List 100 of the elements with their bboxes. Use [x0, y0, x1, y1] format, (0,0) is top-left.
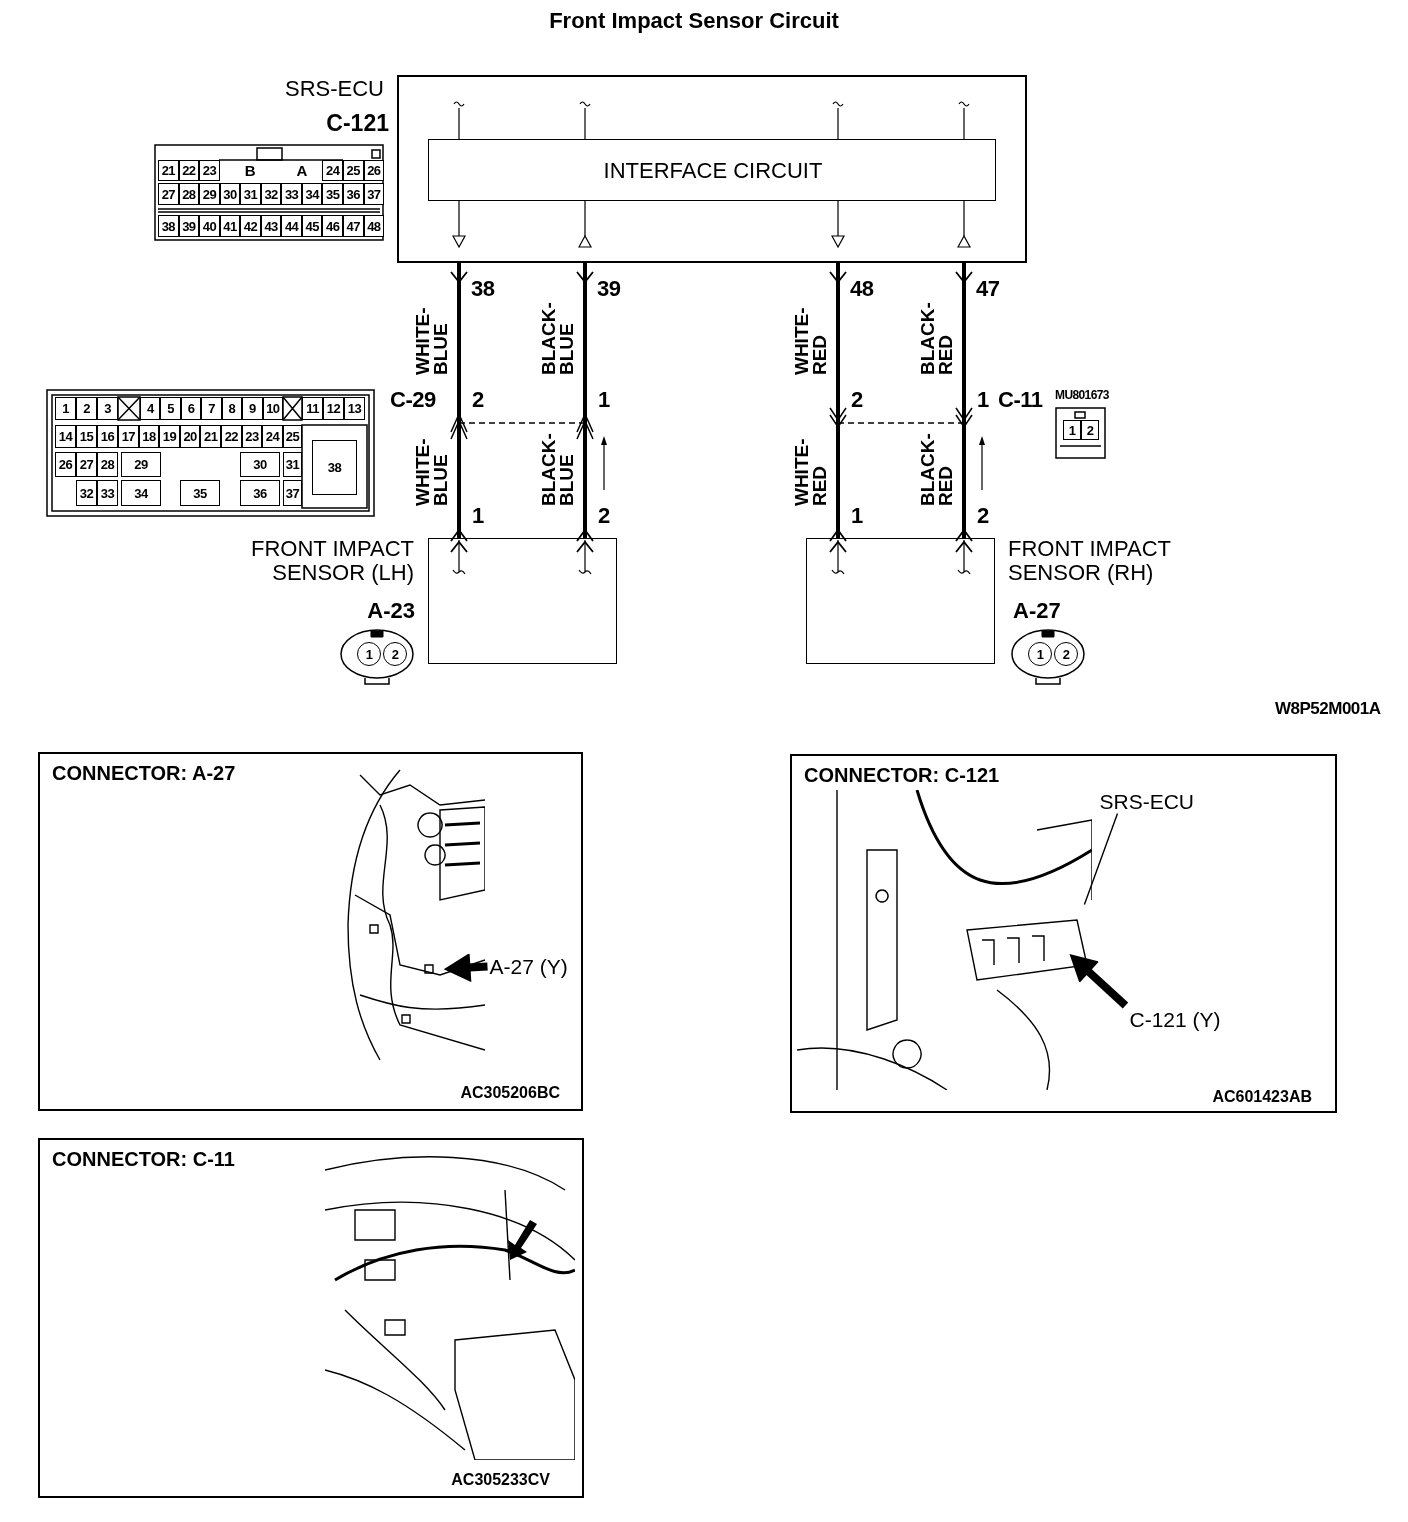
callout-label: SRS-ECU: [1099, 789, 1194, 814]
figure-code: AC601423AB: [1211, 1088, 1312, 1106]
part-number: MU801673: [1055, 389, 1109, 401]
terminal-cell: 24: [262, 425, 283, 448]
terminal-cell: 29: [121, 452, 161, 477]
terminal-cell: 28: [178, 183, 200, 205]
terminal-cell: 1: [357, 642, 381, 666]
terminal-cell: 15: [76, 425, 97, 448]
wire: [576, 263, 594, 553]
terminal-cell: 38: [312, 440, 357, 495]
terminal-cell: 23: [199, 160, 220, 181]
terminal-cell: 7: [201, 397, 222, 420]
component-name: INTERFACE CIRCUIT: [602, 157, 824, 185]
terminal-cell: 32: [260, 183, 282, 205]
terminal-cell: 39: [178, 215, 200, 237]
interface-circuit-box: [428, 139, 996, 201]
terminal-cell: 12: [323, 397, 344, 420]
terminal-cell: 21: [158, 160, 179, 181]
wire-color-label: WHITE-BLUE: [413, 306, 451, 376]
terminal-cell: 45: [301, 215, 323, 237]
connector-id: C-11: [998, 389, 1043, 411]
component-name: SRS-ECU: [284, 77, 384, 102]
connector-location-panel: [38, 752, 583, 1111]
terminal-cell: 5: [160, 397, 181, 420]
wire-color-label: WHITE-BLUE: [413, 437, 451, 507]
terminal-cell: 17: [118, 425, 139, 448]
connector-id: A-27: [1013, 599, 1062, 624]
wire: [955, 263, 973, 553]
component-name: FRONT IMPACT SENSOR (LH): [250, 537, 414, 586]
terminal-cell: 24: [322, 160, 343, 181]
key-letter: A: [295, 161, 309, 181]
terminal-cell: 30: [219, 183, 241, 205]
connector-id: A-23: [366, 599, 415, 624]
terminal-cell: 33: [97, 480, 118, 506]
terminal-cell: 2: [76, 397, 97, 420]
terminal-cell: 35: [322, 183, 343, 205]
terminal-cell: 14: [55, 425, 76, 448]
terminal-cell: 8: [221, 397, 243, 420]
figure-code: AC305233CV: [450, 1471, 550, 1489]
terminal-cell: 27: [158, 183, 179, 205]
terminal-cell: 6: [180, 397, 202, 420]
terminal-cell: 32: [76, 480, 97, 506]
wire: [450, 263, 468, 553]
pin-number: 2: [977, 505, 989, 527]
terminal-cell: 4: [140, 397, 161, 420]
pointer-arrow: [1069, 954, 1129, 1009]
pin-number: 1: [472, 505, 484, 527]
wire: [829, 263, 847, 553]
connector-location-panel: [790, 754, 1337, 1113]
callout-label: A-27 (Y): [489, 954, 568, 979]
terminal-cell: 38: [158, 215, 179, 237]
wire-color-label: WHITE-RED: [792, 306, 830, 376]
connector-id: C-121: [325, 111, 389, 137]
wire-color-label: BLACK-RED: [918, 301, 956, 376]
pin-number: 39: [597, 278, 621, 300]
terminal-cell: 25: [283, 425, 302, 448]
terminal-cell: 2: [383, 642, 407, 666]
terminal-cell: 34: [301, 183, 323, 205]
pin-number: 38: [471, 278, 495, 300]
pin-number: 2: [851, 389, 863, 411]
key-letter: B: [243, 161, 257, 181]
terminal-cell: 31: [283, 452, 302, 477]
terminal-cell: 29: [199, 183, 220, 205]
terminal-cell: 35: [180, 480, 220, 506]
terminal-cell: 33: [281, 183, 302, 205]
diagram-title: Front Impact Sensor Circuit: [548, 8, 840, 34]
terminal-cell: 13: [344, 397, 365, 420]
terminal-cell: 1: [55, 397, 76, 420]
terminal-cell: 42: [240, 215, 261, 237]
callout-label: C-121 (Y): [1129, 1007, 1221, 1032]
wire-color-label: BLACK-RED: [918, 432, 956, 507]
figure-code: W8P52M001A: [1275, 700, 1381, 717]
panel-heading: CONNECTOR: C-121: [804, 764, 1000, 786]
terminal-cell: 22: [221, 425, 242, 448]
terminal-cell: 48: [363, 215, 385, 237]
pin-number: 1: [851, 505, 863, 527]
pin-number: 2: [598, 505, 610, 527]
terminal-cell: 22: [178, 160, 200, 181]
terminal-cell: 9: [242, 397, 263, 420]
pin-number: 48: [850, 278, 874, 300]
panel-heading: CONNECTOR: A-27: [52, 762, 236, 784]
terminal-cell: 16: [97, 425, 118, 448]
connector-id: C-29: [390, 389, 436, 411]
wire-color-label: BLACK-BLUE: [539, 301, 577, 376]
terminal-cell: 1: [1063, 420, 1081, 440]
terminal-cell: 26: [55, 452, 76, 477]
terminal-cell: 11: [302, 397, 323, 420]
terminal-cell: 25: [342, 160, 364, 181]
component-name: FRONT IMPACT SENSOR (RH): [1008, 537, 1172, 586]
terminal-cell: 37: [283, 480, 302, 506]
terminal-cell: 28: [97, 452, 118, 477]
terminal-cell: 20: [179, 425, 201, 448]
pin-number: 1: [598, 389, 610, 411]
terminal-cell: 21: [200, 425, 221, 448]
terminal-cell: 18: [138, 425, 160, 448]
terminal-cell: 43: [260, 215, 282, 237]
terminal-cell: 46: [322, 215, 343, 237]
panel-heading: CONNECTOR: C-11: [52, 1148, 235, 1170]
connector-location-panel: [38, 1138, 584, 1498]
terminal-cell: 2: [1054, 642, 1078, 666]
